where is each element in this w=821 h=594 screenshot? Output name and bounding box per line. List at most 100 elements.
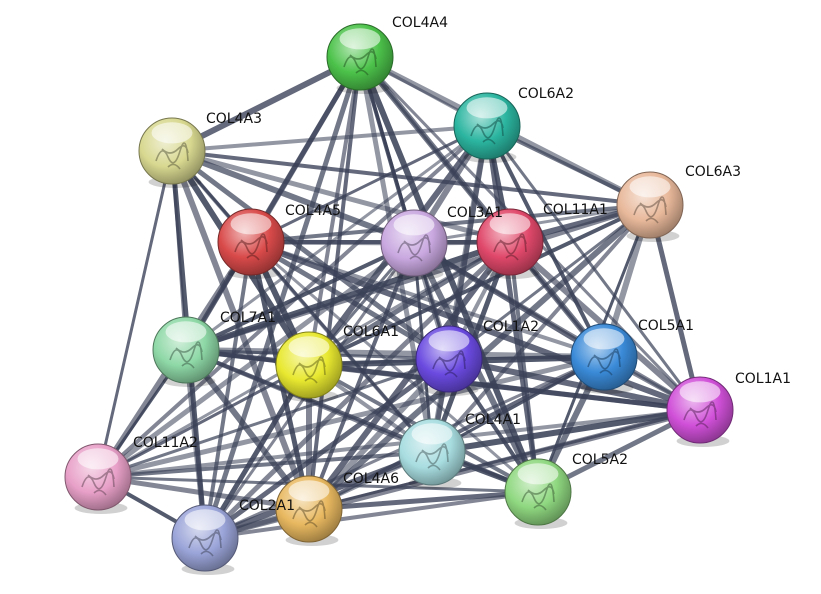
node-col11a1[interactable]	[476, 208, 544, 279]
node-highlight	[629, 176, 671, 198]
edge-col6a2-col4a3	[170, 124, 489, 153]
protein-structure-icon	[81, 468, 115, 496]
edge-col4a1-col11a2	[96, 450, 434, 479]
edge-col11a1-col7a1	[183, 239, 513, 353]
node-highlight	[151, 122, 193, 144]
edge-col1a2-col11a2	[96, 357, 451, 479]
protein-structure-icon	[470, 117, 504, 145]
node-col4a3[interactable]	[138, 117, 206, 188]
edge-col6a2-col5a1	[485, 124, 606, 359]
node-col11a2[interactable]	[64, 443, 132, 514]
node-col4a4[interactable]	[326, 23, 394, 94]
node-col6a2[interactable]	[453, 92, 521, 163]
node-highlight	[428, 330, 470, 352]
node-highlight	[679, 381, 721, 403]
node-label-col4a5: COL4A5	[285, 203, 341, 219]
protein-structure-icon	[587, 348, 621, 376]
node-highlight	[489, 213, 531, 235]
protein-structure-icon	[683, 401, 717, 429]
edge-col4a4-col4a6	[307, 55, 362, 511]
nodes-layer	[64, 23, 734, 575]
edge-col7a1-col5a1	[183, 347, 607, 360]
node-label-col1a1: COL1A1	[735, 371, 791, 387]
node-col4a1[interactable]	[398, 418, 466, 489]
protein-structure-icon	[155, 142, 189, 170]
node-highlight	[466, 97, 508, 119]
node-label-col5a1: COL5A1	[638, 318, 694, 334]
edge-col4a3-col11a2	[96, 149, 174, 479]
node-col4a5[interactable]	[217, 208, 285, 279]
node-highlight	[288, 480, 330, 502]
node-col7a1[interactable]	[152, 316, 220, 387]
node-highlight	[77, 448, 119, 470]
node-label-col1a2: COL1A2	[483, 319, 539, 335]
node-col3a1[interactable]	[380, 209, 448, 280]
edge-col3a1-col4a6	[307, 241, 416, 511]
node-highlight	[184, 509, 226, 531]
node-highlight	[288, 336, 330, 358]
node-col5a2[interactable]	[504, 458, 572, 529]
node-label-col6a2: COL6A2	[518, 86, 574, 102]
edge-col4a6-col5a2	[306, 489, 541, 512]
edge-col1a2-col1a1	[446, 356, 703, 413]
node-label-col4a6: COL4A6	[343, 471, 399, 487]
node-highlight	[583, 328, 625, 350]
edge-col4a4-col5a2	[357, 54, 541, 495]
protein-structure-icon	[415, 443, 449, 471]
node-label-col4a4: COL4A4	[392, 15, 448, 31]
protein-structure-icon	[234, 233, 268, 261]
edge-col4a3-col1a2	[169, 148, 452, 362]
protein-structure-icon	[521, 483, 555, 511]
node-label-col4a3: COL4A3	[206, 111, 262, 127]
protein-structure-icon	[432, 350, 466, 378]
node-label-col6a3: COL6A3	[685, 164, 741, 180]
protein-structure-icon	[397, 234, 431, 262]
node-highlight	[230, 213, 272, 235]
edge-col6a3-col4a5	[249, 203, 652, 244]
edge-col11a2-col4a6	[95, 474, 312, 512]
edge-col6a3-col4a1	[430, 203, 652, 454]
node-highlight	[339, 28, 381, 50]
node-col2a1[interactable]	[171, 504, 239, 575]
node-col5a1[interactable]	[570, 323, 638, 394]
edge-col2a1-col5a2	[203, 490, 540, 540]
protein-structure-icon	[633, 196, 667, 224]
node-label-col5a2: COL5A2	[572, 452, 628, 468]
node-highlight	[517, 463, 559, 485]
edge-col6a2-col4a5	[249, 124, 489, 244]
node-col6a1[interactable]	[275, 331, 343, 402]
node-label-col7a1: COL7A1	[220, 310, 276, 326]
edge-col1a1-col11a2	[96, 408, 702, 479]
edge-col4a5-col1a2	[248, 239, 452, 362]
edge-col4a4-col4a3	[169, 54, 363, 154]
protein-structure-icon	[493, 233, 527, 261]
edge-col4a3-col11a1	[169, 148, 513, 245]
edge-col4a3-col6a3	[170, 149, 652, 207]
node-col1a1[interactable]	[666, 376, 734, 447]
edge-col6a1-col1a1	[306, 362, 703, 413]
node-label-col3a1: COL3A1	[447, 205, 503, 221]
protein-structure-icon	[169, 341, 203, 369]
node-highlight	[411, 423, 453, 445]
edge-col3a1-col7a1	[184, 241, 416, 352]
node-label-col4a1: COL4A1	[465, 412, 521, 428]
node-label-col6a1: COL6A1	[343, 324, 399, 340]
node-col6a3[interactable]	[616, 171, 684, 242]
edge-col5a1-col11a2	[95, 354, 607, 480]
edge-col6a1-col11a2	[96, 363, 311, 479]
edge-col6a1-col2a1	[202, 362, 312, 541]
node-label-col11a1: COL11A1	[543, 202, 608, 218]
protein-structure-icon	[343, 48, 377, 76]
edge-col4a5-col2a1	[203, 240, 253, 540]
node-col1a2[interactable]	[415, 325, 483, 396]
node-label-col11a2: COL11A2	[133, 435, 198, 451]
node-col4a6[interactable]	[275, 475, 343, 546]
protein-structure-icon	[188, 529, 222, 557]
edge-col1a1-col4a1	[429, 407, 703, 455]
edge-col4a3-col3a1	[169, 148, 417, 246]
node-label-col2a1: COL2A1	[239, 498, 295, 514]
edge-col6a3-col1a2	[447, 203, 652, 361]
edge-col6a3-col1a1	[647, 202, 703, 413]
